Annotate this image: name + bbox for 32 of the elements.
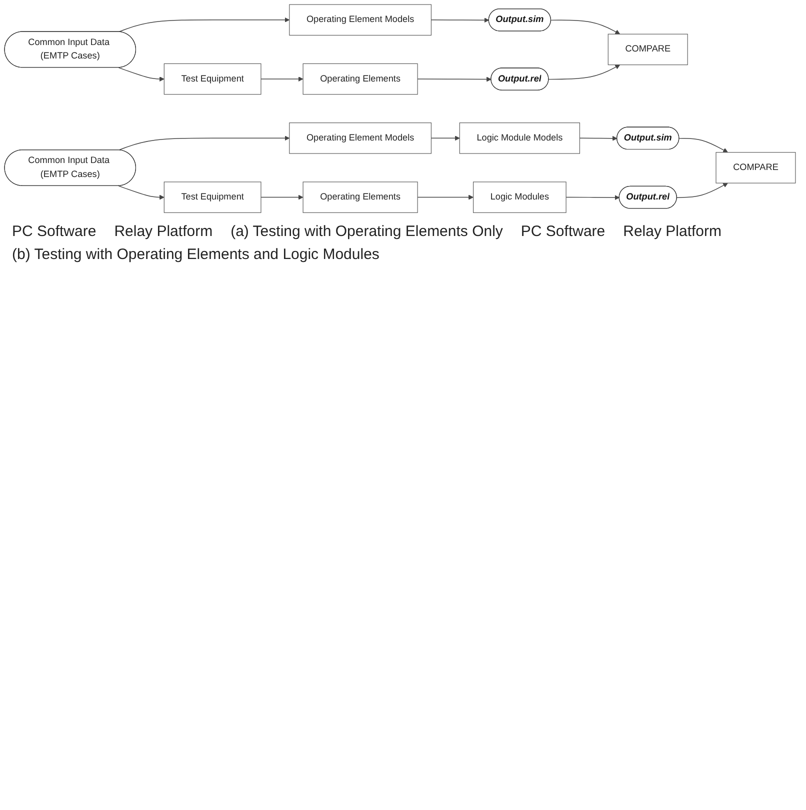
section-label: PC Software: [12, 223, 96, 240]
node-box: Test Equipment: [164, 63, 262, 95]
arrow: [548, 64, 620, 80]
node-box: Logic Module Models: [459, 122, 580, 154]
arrow: [260, 76, 304, 82]
section-label: PC Software: [520, 223, 606, 240]
arrow: [260, 194, 304, 200]
arrow: [579, 136, 618, 141]
node-box: COMPARE: [716, 152, 796, 184]
arrow: [118, 136, 290, 150]
arrow: [118, 67, 164, 82]
node-box: Operating Element Models: [289, 122, 432, 154]
arrow: [676, 182, 728, 198]
arrow: [550, 20, 620, 34]
section-label: Relay Platform: [114, 223, 213, 240]
node-box: Test Equipment: [164, 182, 262, 213]
arrow: [430, 136, 460, 141]
node-box: Operating Element Models: [289, 4, 432, 36]
section-label: Relay Platform: [623, 223, 722, 240]
node-box: Operating Elements: [302, 63, 418, 95]
arrow: [417, 76, 492, 82]
arrow: [118, 186, 164, 200]
node-box: Logic Modules: [473, 182, 566, 213]
node-box: COMPARE: [608, 34, 688, 66]
arrow: [118, 17, 290, 32]
figure-caption: (b) Testing with Operating Elements and Logic Modules: [12, 246, 380, 264]
arrow: [678, 138, 728, 153]
arrow: [417, 194, 474, 200]
arrow: [430, 18, 490, 23]
figure-caption: (a) Testing with Operating Elements Only: [230, 223, 503, 240]
arrow: [566, 195, 620, 200]
node-box: Operating Elements: [302, 182, 418, 213]
